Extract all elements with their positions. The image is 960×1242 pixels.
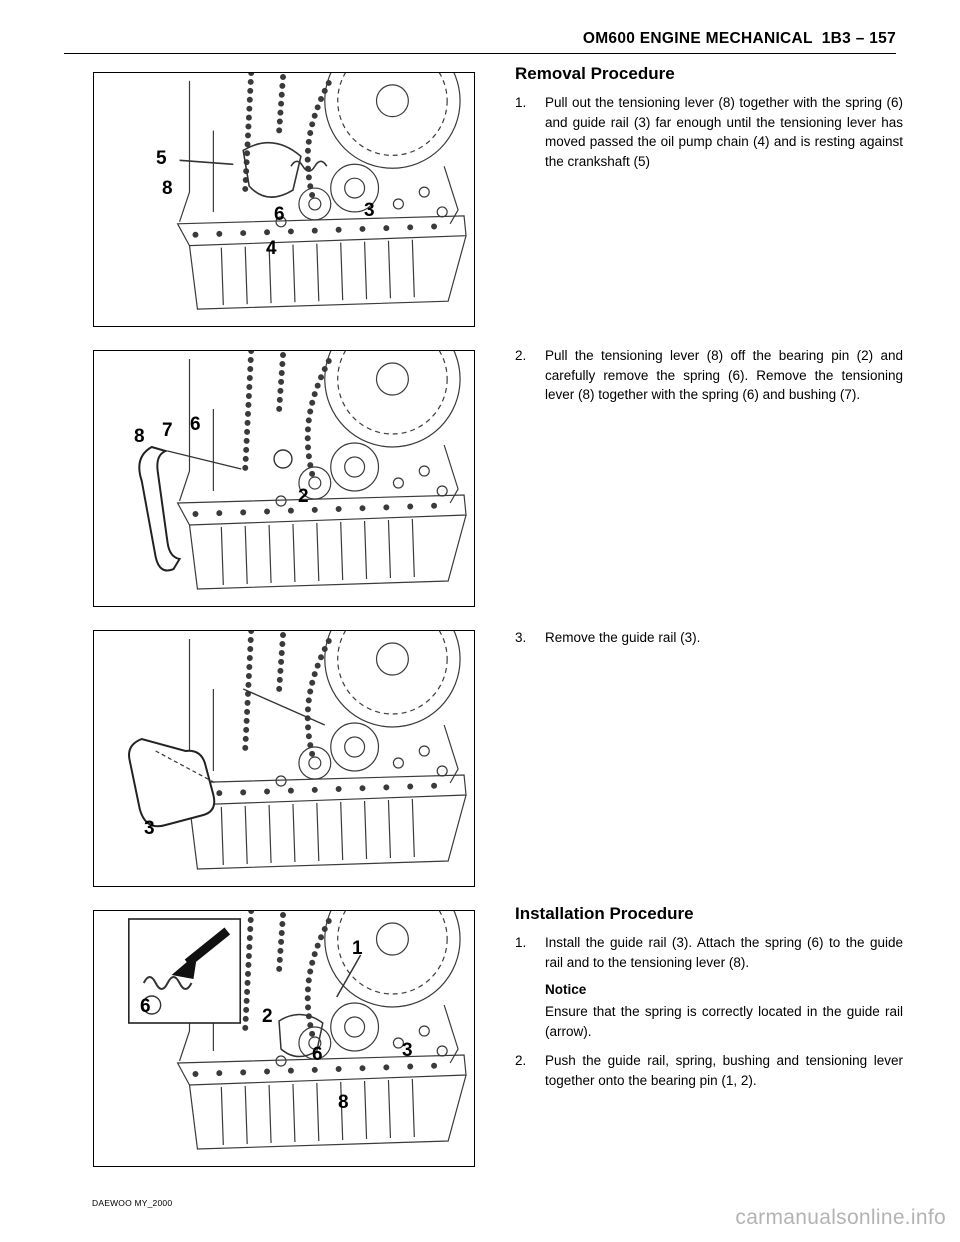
removal-heading: Removal Procedure (515, 64, 675, 83)
notice-label: Notice (545, 982, 587, 998)
step-number: 1. (515, 935, 527, 950)
callout-7: 7 (162, 420, 173, 441)
removal-step-2: 2. Pull the tensioning lever (8) off the… (515, 346, 903, 405)
removal-step-3-block: 3. Remove the guide rail (3). (515, 628, 903, 658)
callout-2: 2 (298, 486, 309, 507)
header-page-number: 1B3 – 157 (821, 30, 896, 47)
removal-step-2-block: 2. Pull the tensioning lever (8) off the… (515, 346, 903, 415)
notice-text: Ensure that the spring is correctly loca… (545, 1004, 903, 1039)
engine-illustration (128, 631, 474, 886)
engine-illustration (94, 73, 474, 326)
step-number: 2. (515, 1053, 527, 1069)
engine-illustration (128, 911, 474, 1166)
step-text: Install the guide rail (3). Attach the s… (545, 935, 903, 970)
step-text: Pull the tensioning lever (8) off the be… (545, 348, 903, 403)
step-text: Remove the guide rail (3). (545, 630, 701, 645)
step-number: 1. (515, 95, 527, 110)
removal-section: Removal Procedure 1. Pull out the tensio… (515, 64, 903, 181)
installation-step-1: 1. Install the guide rail (3). Attach th… (515, 933, 903, 972)
callout-6: 6 (274, 204, 285, 225)
header-rule (64, 53, 896, 54)
callout-6: 6 (190, 414, 201, 435)
page-header: OM600 ENGINE MECHANICAL 1B3 – 157 (64, 30, 896, 48)
callout-2: 2 (262, 1006, 273, 1027)
step-number: 3. (515, 630, 527, 645)
callout-3: 3 (144, 818, 155, 839)
engine-illustration (138, 351, 474, 606)
figure-removal-step2: 8 7 6 2 (93, 350, 475, 607)
installation-heading: Installation Procedure (515, 904, 694, 923)
callout-3: 3 (402, 1040, 413, 1061)
callout-6-inset: 6 (140, 996, 151, 1017)
step-number: 2. (515, 348, 527, 363)
document-code: DAEWOO MY_2000 (92, 1198, 173, 1208)
callout-8: 8 (162, 178, 173, 199)
step-text: Pull out the tensioning lever (8) togeth… (545, 95, 903, 169)
removal-step-3: 3. Remove the guide rail (3). (515, 628, 903, 648)
figure-installation: 6 1 2 6 3 8 (93, 910, 475, 1167)
callout-5: 5 (156, 148, 167, 169)
figure-removal-step3: 3 (93, 630, 475, 887)
installation-step-2: 2. Push the guide rail, spring, bushing … (515, 1051, 903, 1090)
installation-section: Installation Procedure 1. Install the gu… (515, 904, 903, 1100)
removal-step-1: 1. Pull out the tensioning lever (8) tog… (515, 93, 903, 171)
figure-removal-step1: 5 8 6 3 4 (93, 72, 475, 327)
step-text: Push the guide rail, spring, bushing and… (545, 1053, 903, 1088)
watermark: carmanualsonline.info (735, 1206, 946, 1229)
callout-8: 8 (338, 1092, 349, 1113)
spring-detail-inset (128, 918, 242, 1024)
callout-3: 3 (364, 200, 375, 221)
callout-4: 4 (266, 238, 277, 259)
callout-8: 8 (134, 426, 145, 447)
callout-1: 1 (352, 938, 363, 959)
callout-6: 6 (312, 1044, 323, 1065)
header-title: OM600 ENGINE MECHANICAL (582, 30, 813, 47)
